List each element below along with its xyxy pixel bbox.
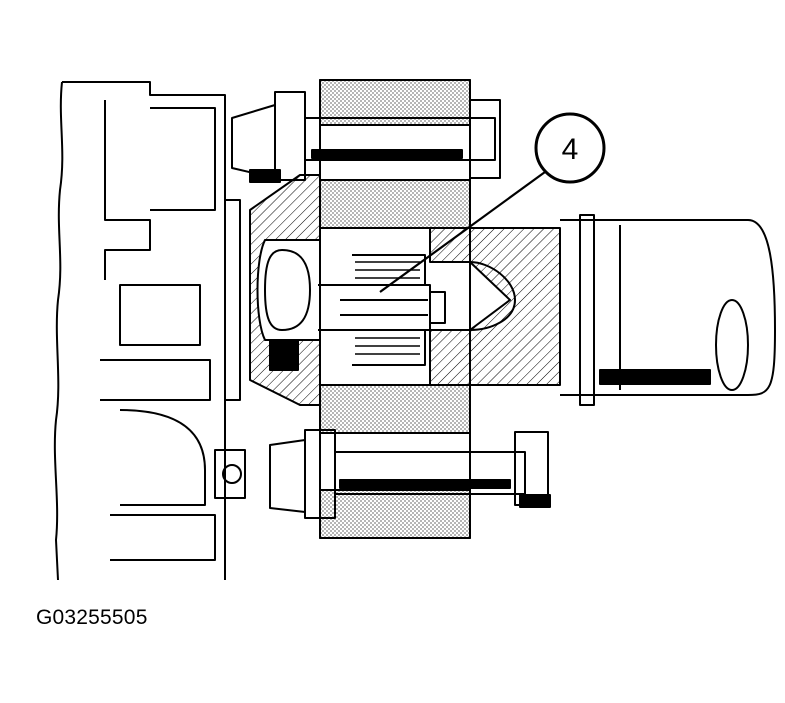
callout-leader-line [379, 171, 546, 293]
callout-number: 4 [562, 133, 579, 166]
lower-bolt [269, 429, 551, 519]
central-bolt [318, 254, 446, 366]
upper-bolt [231, 91, 501, 183]
crankshaft-flange [249, 174, 321, 406]
damper-pulley [319, 79, 471, 539]
figure-id: G03255505 [36, 606, 148, 629]
tool-adapter [429, 227, 561, 386]
tool-shaft [560, 214, 776, 406]
engine-block [53, 81, 246, 581]
callout-4: 4 [534, 112, 606, 184]
